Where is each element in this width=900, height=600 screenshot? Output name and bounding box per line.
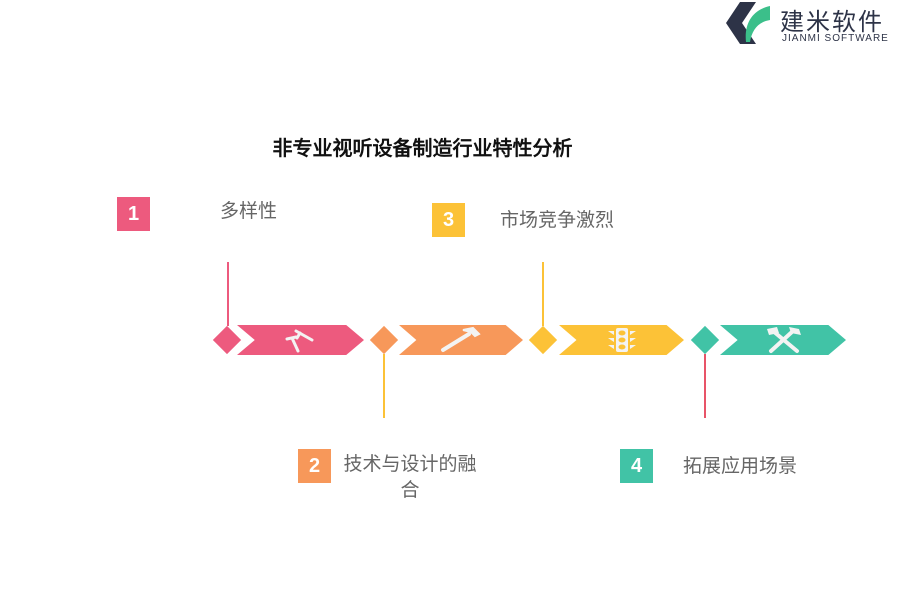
logo: 建米软件 JIANMI SOFTWARE bbox=[726, 2, 900, 46]
step-badge-2: 2 bbox=[298, 449, 331, 483]
hammer-icon bbox=[441, 326, 481, 352]
step-label-4: 拓展应用场景 bbox=[683, 455, 798, 477]
timeline-diamond-2 bbox=[369, 325, 399, 355]
logo-subtitle: JIANMI SOFTWARE bbox=[782, 33, 889, 44]
tools-icon bbox=[767, 327, 801, 353]
step-label-2: 技术与设计的融合 bbox=[343, 453, 477, 501]
step-badge-4: 4 bbox=[620, 449, 653, 483]
chevron-step-1 bbox=[237, 325, 364, 355]
chevron-step-2 bbox=[399, 325, 523, 355]
connector-line-3 bbox=[542, 262, 544, 326]
hammers-icon bbox=[285, 329, 313, 353]
chevron-step-4 bbox=[720, 325, 846, 355]
logo-mark-icon bbox=[726, 2, 770, 44]
connector-line-1 bbox=[227, 262, 229, 326]
timeline-diamond-4 bbox=[690, 325, 720, 355]
step-badge-1: 1 bbox=[117, 197, 150, 231]
page-title: 非专业视听设备制造行业特性分析 bbox=[272, 136, 573, 160]
step-label-3: 市场竞争激烈 bbox=[500, 209, 615, 231]
step-label-1: 多样性 bbox=[220, 200, 278, 222]
connector-line-4 bbox=[704, 354, 706, 418]
connector-line-2 bbox=[383, 354, 385, 418]
traffic-light-icon bbox=[607, 328, 636, 352]
step-badge-3: 3 bbox=[432, 203, 465, 237]
timeline-diamond-3 bbox=[528, 325, 558, 355]
chevron-step-3 bbox=[559, 325, 684, 355]
logo-name: 建米软件 bbox=[780, 8, 884, 36]
timeline-diamond-1 bbox=[212, 325, 242, 355]
